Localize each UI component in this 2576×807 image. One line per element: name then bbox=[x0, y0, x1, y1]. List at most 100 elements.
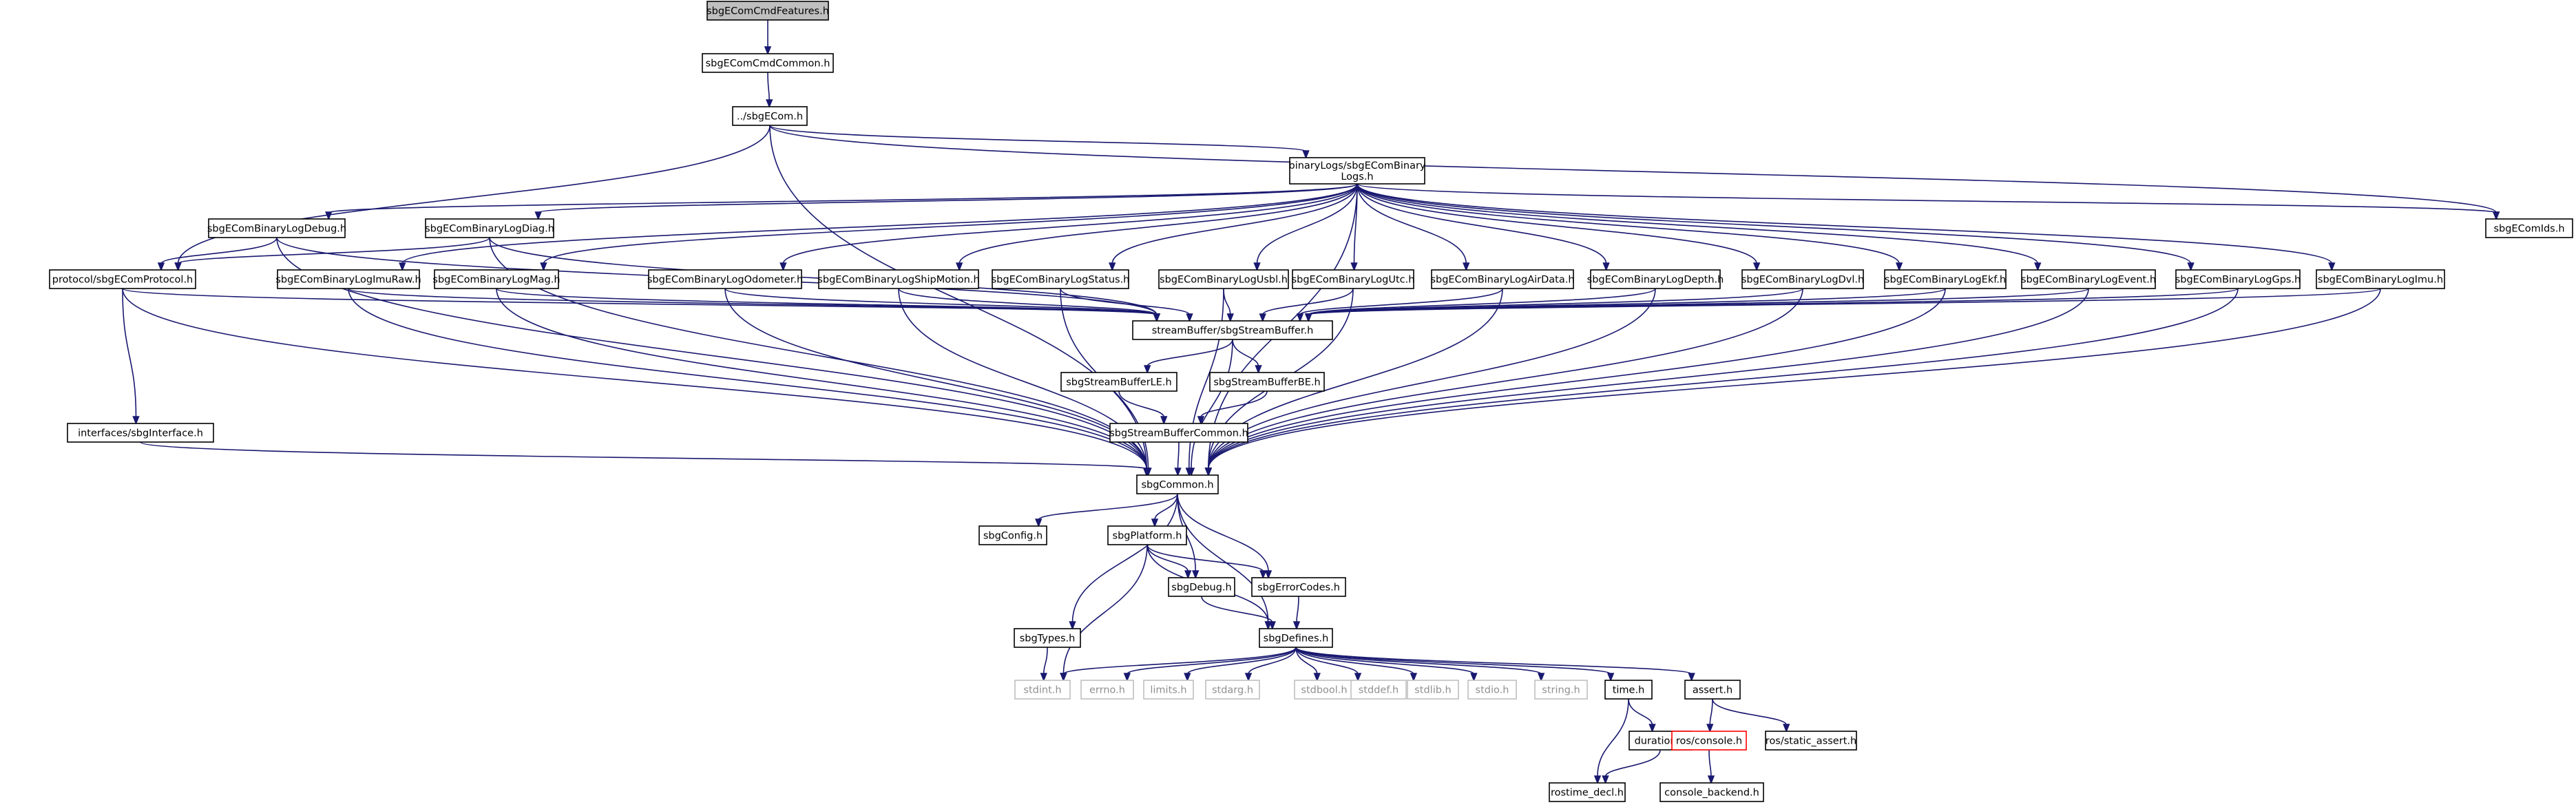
node-box bbox=[208, 218, 346, 238]
node-streambuffer[interactable]: streamBuffer/sbgStreamBuffer.h bbox=[1132, 320, 1333, 340]
node-sbbe[interactable]: sbgStreamBufferBE.h bbox=[1209, 372, 1325, 392]
node-utc[interactable]: sbgEComBinaryLogUtc.h bbox=[1292, 269, 1415, 289]
edge-cmdcommon-to-ecom bbox=[766, 72, 773, 109]
node-dvl[interactable]: sbgEComBinaryLogDvl.h bbox=[1741, 269, 1864, 289]
edge-imu-to-common bbox=[1204, 288, 2381, 477]
node-odometer[interactable]: sbgEComBinaryLogOdometer.h bbox=[647, 269, 803, 289]
node-config[interactable]: sbgConfig.h bbox=[978, 525, 1047, 545]
node-protocol[interactable]: protocol/sbgEComProtocol.h bbox=[49, 269, 196, 289]
node-string[interactable]: string.h bbox=[1534, 680, 1588, 700]
node-label: sbgEComBinaryLogDebug.h bbox=[207, 224, 346, 235]
node-box bbox=[1143, 680, 1194, 700]
node-common[interactable]: sbgCommon.h bbox=[1136, 474, 1219, 494]
edge-binarylogs-to-imu bbox=[1357, 183, 2336, 272]
node-ekf[interactable]: sbgEComBinaryLogEkf.h bbox=[1884, 269, 2007, 289]
node-box bbox=[1014, 628, 1081, 648]
node-box bbox=[1014, 680, 1071, 700]
node-shipmotion[interactable]: sbgEComBinaryLogShipMotion.h bbox=[817, 269, 980, 289]
edge-common-to-errorcodes bbox=[1177, 493, 1273, 580]
edge-binarylogs-to-ids bbox=[1357, 183, 2500, 221]
node-box bbox=[1549, 782, 1626, 802]
node-errno[interactable]: errno.h bbox=[1080, 680, 1134, 700]
node-rosconsole[interactable]: ros/console.h bbox=[1671, 731, 1747, 751]
node-label: sbgPlatform.h bbox=[1113, 531, 1182, 542]
node-stdio[interactable]: stdio.h bbox=[1467, 680, 1517, 700]
node-stdlib[interactable]: stdlib.h bbox=[1407, 680, 1459, 700]
node-stdarg[interactable]: stdarg.h bbox=[1205, 680, 1260, 700]
node-imu[interactable]: sbgEComBinaryLogImu.h bbox=[2316, 269, 2445, 289]
node-debug[interactable]: sbgDebug.h bbox=[1168, 577, 1235, 597]
node-stddef[interactable]: stddef.h bbox=[1350, 680, 1407, 700]
node-box bbox=[49, 269, 196, 289]
node-stdbool[interactable]: stdbool.h bbox=[1294, 680, 1354, 700]
node-label: sbgEComBinaryLogGps.h bbox=[2175, 275, 2301, 286]
node-stdint[interactable]: stdint.h bbox=[1014, 680, 1071, 700]
node-logdebug[interactable]: sbgEComBinaryLogDebug.h bbox=[207, 218, 346, 238]
node-defines[interactable]: sbgDefines.h bbox=[1259, 628, 1333, 648]
node-ecom[interactable]: ../sbgECom.h bbox=[732, 106, 808, 126]
node-types[interactable]: sbgTypes.h bbox=[1014, 628, 1081, 648]
edge-streambuffer-to-common bbox=[1187, 339, 1233, 477]
node-errorcodes[interactable]: sbgErrorCodes.h bbox=[1251, 577, 1346, 597]
edge-sbcommon-to-common bbox=[1174, 441, 1182, 477]
node-logdiag[interactable]: sbgEComBinaryLogDiag.h bbox=[425, 218, 554, 238]
node-status[interactable]: sbgEComBinaryLogStatus.h bbox=[992, 269, 1130, 289]
node-depth[interactable]: sbgEComBinaryLogDepth.h bbox=[1587, 269, 1724, 289]
node-airdata[interactable]: sbgEComBinaryLogAirData.h bbox=[1430, 269, 1575, 289]
edge-binarylogs-to-status bbox=[1109, 183, 1358, 272]
node-label: sbgCommon.h bbox=[1141, 480, 1213, 491]
node-assert[interactable]: assert.h bbox=[1684, 680, 1741, 700]
edge-streambuffer-to-sble bbox=[1144, 339, 1233, 375]
node-box bbox=[1684, 680, 1741, 700]
node-features[interactable]: sbgEComCmdFeatures.h bbox=[706, 1, 829, 21]
edge-binarylogs-to-shipmotion bbox=[955, 183, 1358, 272]
edge-defines-to-time bbox=[1295, 647, 1615, 682]
node-box bbox=[818, 269, 979, 289]
node-box bbox=[1407, 680, 1459, 700]
node-label: sbgStreamBufferCommon.h bbox=[1109, 428, 1248, 439]
node-staticassert[interactable]: ros/static_assert.h bbox=[1765, 731, 1857, 751]
edge-protocol-to-interface bbox=[122, 288, 140, 426]
node-label: sbgEComBinaryLogShipMotion.h bbox=[817, 275, 979, 286]
node-imuraw[interactable]: sbgEComBinaryLogImuRaw.h bbox=[275, 269, 421, 289]
node-platform[interactable]: sbgPlatform.h bbox=[1107, 525, 1187, 545]
node-time[interactable]: time.h bbox=[1604, 680, 1653, 700]
edge-binarylogs-to-logdebug bbox=[325, 183, 1358, 221]
edge-ecom-to-binarylogs bbox=[769, 125, 1310, 160]
node-sbcommon[interactable]: sbgStreamBufferCommon.h bbox=[1109, 423, 1248, 443]
node-label: limits.h bbox=[1150, 685, 1186, 696]
node-box bbox=[1534, 680, 1588, 700]
node-mag[interactable]: sbgEComBinaryLogMag.h bbox=[432, 269, 561, 289]
node-gps[interactable]: sbgEComBinaryLogGps.h bbox=[2175, 269, 2301, 289]
edge-streambuffer-to-sbbe bbox=[1232, 339, 1262, 375]
edge-binarylogs-to-airdata bbox=[1357, 183, 1470, 272]
node-box bbox=[1659, 782, 1764, 802]
node-ids[interactable]: sbgEComIds.h bbox=[2485, 218, 2573, 238]
node-rostime[interactable]: rostime_decl.h bbox=[1549, 782, 1626, 802]
edge-binarylogs-to-ekf bbox=[1357, 183, 1903, 272]
edge-binarylogs-to-mag bbox=[540, 183, 1358, 272]
node-label: sbgEComBinaryLogUsbl.h bbox=[1160, 275, 1288, 286]
node-consolebackend[interactable]: console_backend.h bbox=[1659, 782, 1764, 802]
node-event[interactable]: sbgEComBinaryLogEvent.h bbox=[2021, 269, 2156, 289]
edge-types-to-stdint bbox=[1040, 647, 1048, 682]
node-box bbox=[1132, 320, 1333, 340]
node-box bbox=[992, 269, 1129, 289]
node-label: sbgEComCmdCommon.h bbox=[706, 59, 830, 70]
edge-defines-to-string bbox=[1295, 647, 1545, 682]
node-label: ../sbgECom.h bbox=[737, 112, 803, 123]
edge-duration-to-rostime bbox=[1602, 749, 1661, 785]
node-usbl[interactable]: sbgEComBinaryLogUsbl.h bbox=[1158, 269, 1289, 289]
node-label: stddef.h bbox=[1359, 685, 1399, 696]
node-box bbox=[1060, 372, 1177, 392]
node-sble[interactable]: sbgStreamBufferLE.h bbox=[1060, 372, 1177, 392]
node-box bbox=[1158, 269, 1289, 289]
node-box bbox=[706, 1, 829, 21]
node-label: ros/static_assert.h bbox=[1766, 736, 1856, 747]
node-cmdcommon[interactable]: sbgEComCmdCommon.h bbox=[702, 53, 834, 73]
node-interface[interactable]: interfaces/sbgInterface.h bbox=[67, 423, 214, 443]
node-limits[interactable]: limits.h bbox=[1143, 680, 1194, 700]
node-label: sbgErrorCodes.h bbox=[1257, 583, 1340, 594]
